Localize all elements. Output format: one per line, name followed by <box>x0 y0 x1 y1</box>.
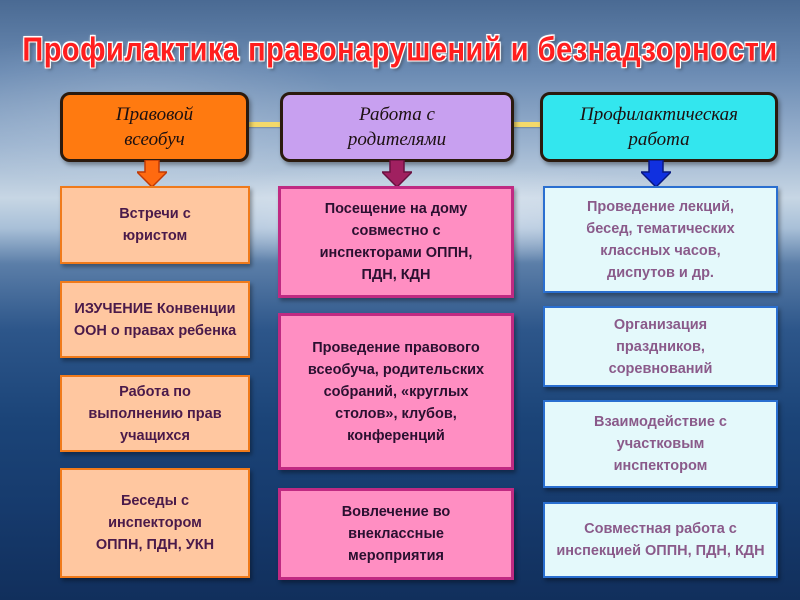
list-item-prevention-1: Проведение лекций, бесед, тематических к… <box>543 186 778 293</box>
connector-line-right <box>512 122 542 127</box>
down-arrow-icon <box>137 160 167 188</box>
header-label-work-with-parents: Работа с родителями <box>347 104 447 150</box>
connector-line-left <box>248 122 282 127</box>
item-text: Беседы с инспектором ОППН, ПДН, УКН <box>95 493 215 553</box>
list-item-prevention-2: Организация праздников, соревнований <box>543 306 778 387</box>
page-title: Профилактика правонарушений и безнадзорн… <box>22 31 778 69</box>
list-item-legal-1: Встречи с юристом <box>60 186 250 264</box>
header-box-prevention-work: Профилактическая работа <box>540 92 778 162</box>
list-item-parents-1: Посещение на дому совместно с инспектора… <box>278 186 514 298</box>
list-item-legal-3: Работа по выполнению прав учащихся <box>60 375 250 452</box>
header-label-legal-education: Правовой всеобуч <box>115 104 194 150</box>
header-label-prevention-work: Профилактическая работа <box>579 104 738 150</box>
list-item-parents-3: Вовлечение во внеклассные мероприятия <box>278 488 514 580</box>
item-text: Организация праздников, соревнований <box>608 316 713 377</box>
list-item-prevention-4: Совместная работа с инспекцией ОППН, ПДН… <box>543 502 778 578</box>
item-text: Проведение правового всеобуча, родительс… <box>307 339 485 444</box>
item-text: Проведение лекций, бесед, тематических к… <box>586 198 735 281</box>
list-item-parents-2: Проведение правового всеобуча, родительс… <box>278 313 514 470</box>
header-box-legal-education: Правовой всеобуч <box>60 92 249 162</box>
list-item-legal-4: Беседы с инспектором ОППН, ПДН, УКН <box>60 468 250 578</box>
list-item-prevention-3: Взаимодействие с участковым инспектором <box>543 400 778 488</box>
item-text: Встречи с юристом <box>119 206 191 244</box>
item-text: ИЗУЧЕНИЕ Конвенции ООН о правах ребенка <box>73 300 237 339</box>
item-text: Совместная работа с инспекцией ОППН, ПДН… <box>556 521 765 559</box>
down-arrow-icon <box>382 160 412 188</box>
item-text: Посещение на дому совместно с инспектора… <box>319 201 473 283</box>
item-text: Работа по выполнению прав учащихся <box>88 383 222 444</box>
item-text: Взаимодействие с участковым инспектором <box>594 414 727 474</box>
header-box-work-with-parents: Работа с родителями <box>280 92 514 162</box>
list-item-legal-2: ИЗУЧЕНИЕ Конвенции ООН о правах ребенка <box>60 281 250 358</box>
item-text: Вовлечение во внеклассные мероприятия <box>341 504 451 564</box>
down-arrow-icon <box>641 160 671 188</box>
